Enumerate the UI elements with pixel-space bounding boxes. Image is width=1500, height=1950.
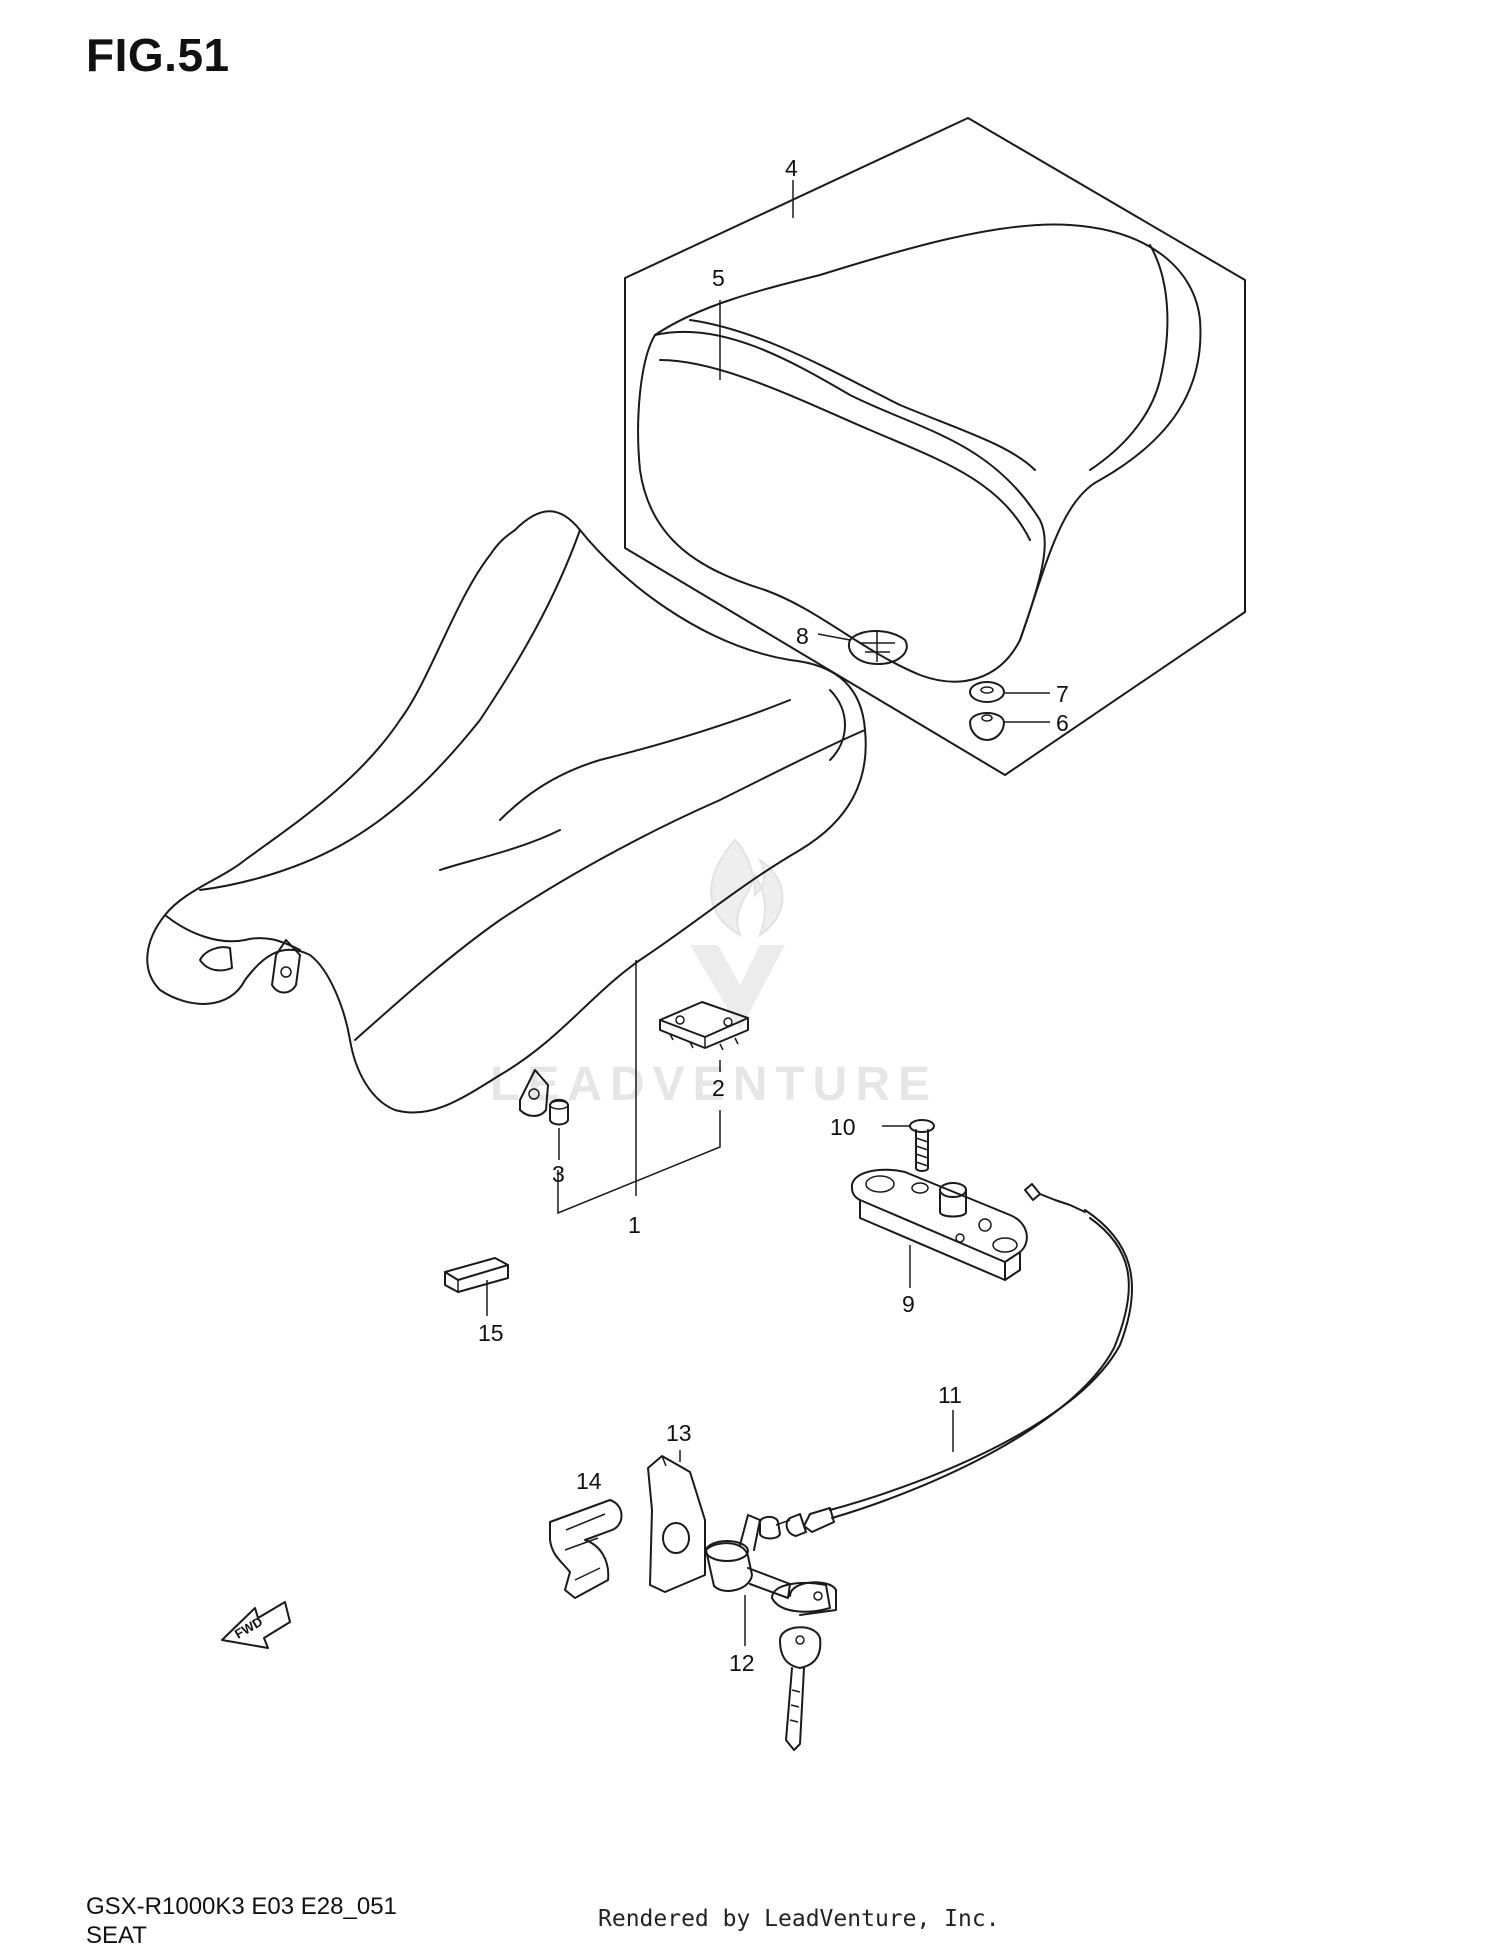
callout-15: 15 [478, 1320, 504, 1346]
part-14-clip [549, 1499, 623, 1599]
part-10-screw [909, 1119, 935, 1172]
part-3-cushion [549, 1098, 569, 1126]
callout-6: 6 [1056, 710, 1069, 736]
callout-4: 4 [785, 155, 798, 181]
callout-labels: 4 5 8 7 6 2 3 1 10 9 15 11 13 14 12 [478, 155, 1069, 1676]
callout-9: 9 [902, 1291, 915, 1317]
callout-11: 11 [938, 1382, 962, 1408]
rear-pillion-seat [637, 223, 1202, 683]
render-credit: Rendered by LeadVenture, Inc. [598, 1906, 1000, 1932]
part-11-cable [758, 1183, 1134, 1540]
callout-13: 13 [666, 1420, 692, 1446]
leadventure-watermark: LEADVENTURE [490, 838, 930, 1111]
callout-5: 5 [712, 265, 725, 291]
fwd-direction-arrow: FWD [221, 1601, 291, 1649]
callout-14: 14 [576, 1468, 602, 1494]
section-name: SEAT [86, 1922, 147, 1949]
front-seat [146, 510, 867, 1117]
model-code: GSX-R1000K3 E03 E28_051 [86, 1893, 397, 1920]
part-12-lock-cylinder [705, 1514, 837, 1751]
callout-10: 10 [830, 1114, 856, 1140]
part-2-rubber-block [659, 1001, 749, 1051]
callout-2: 2 [712, 1075, 725, 1101]
callout-7: 7 [1056, 681, 1069, 707]
part-13-plate [647, 1455, 706, 1593]
part-8-cushion [847, 630, 908, 665]
callout-8: 8 [796, 623, 809, 649]
leader-lines [486, 180, 1050, 1646]
part-9-lock-bracket [850, 1168, 1028, 1281]
callout-12: 12 [729, 1650, 755, 1676]
callout-1: 1 [628, 1212, 641, 1238]
callout-3: 3 [552, 1161, 565, 1187]
part-15-pad [444, 1257, 509, 1293]
rear-seat-assembly-outline [624, 117, 1246, 776]
part-6-grommet [969, 712, 1005, 741]
part-7-washer [969, 681, 1005, 703]
group-bracket-1 [557, 1110, 721, 1215]
figure-title: FIG.51 [86, 29, 230, 81]
fwd-label: FWD [232, 1614, 265, 1642]
